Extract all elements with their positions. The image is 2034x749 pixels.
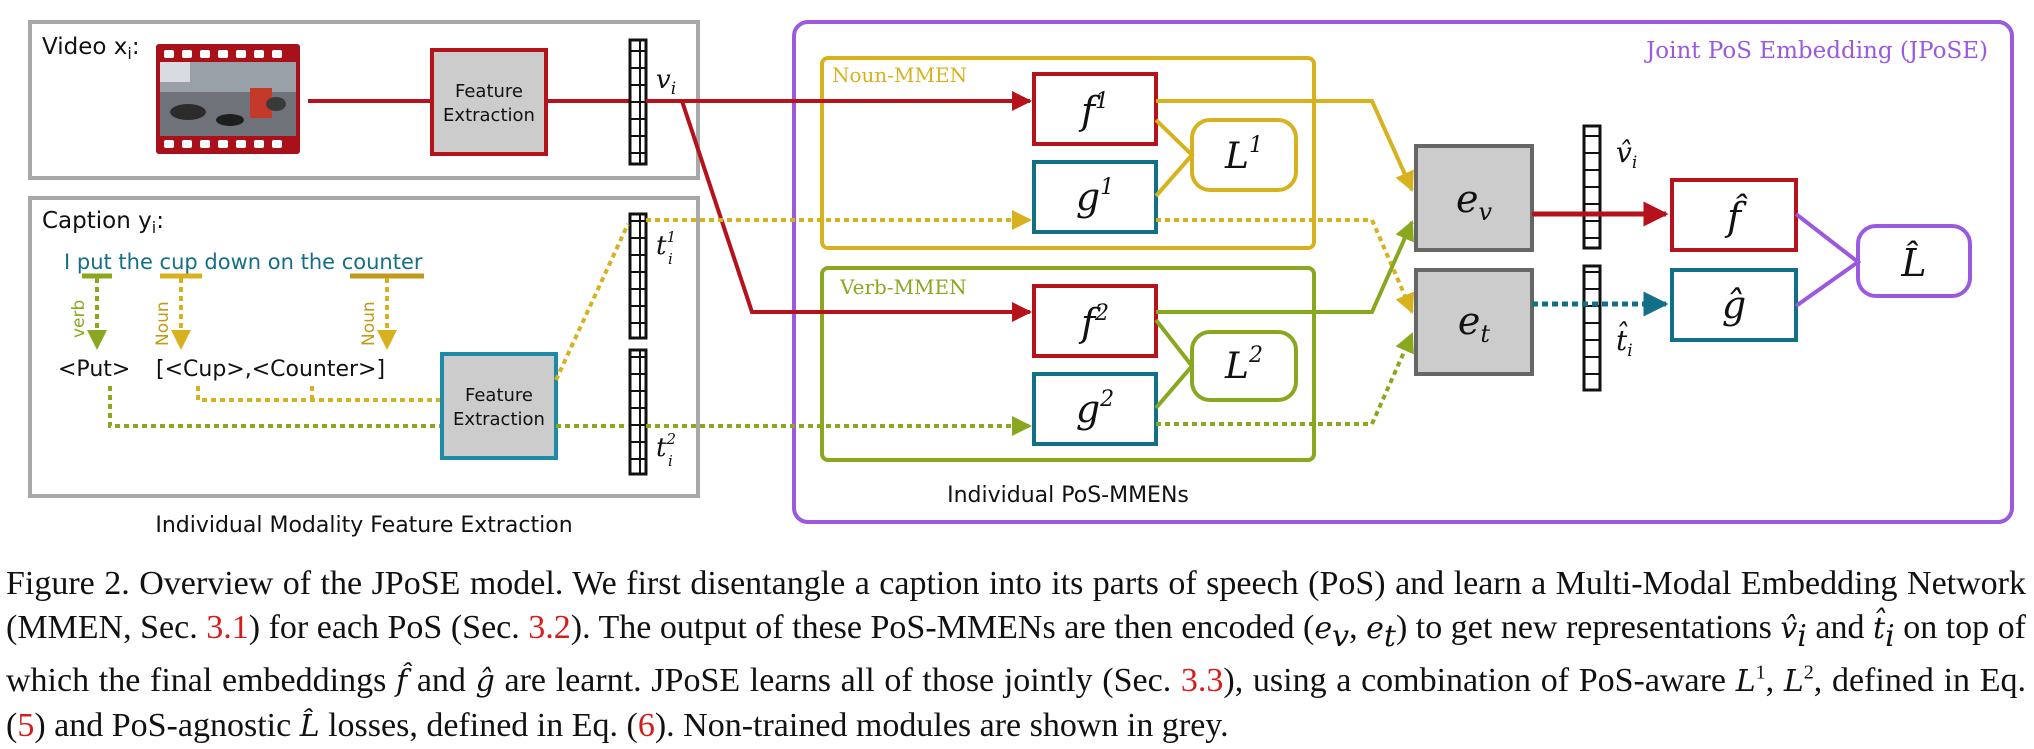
jpose-diagram: Video xi: Feature Extraction vi Caption …: [28, 20, 2014, 538]
v-hat-label: v̂i: [1616, 136, 1637, 173]
ref-sec-3-1[interactable]: 3.1: [206, 609, 249, 646]
caption-sentence: I put the cup down on the counter: [64, 250, 423, 274]
g2-box: [1032, 372, 1158, 446]
ref-eq-6[interactable]: 6: [637, 706, 655, 744]
vector-v-i: [628, 38, 648, 166]
g-hat-box: [1670, 268, 1798, 342]
jpose-panel: [792, 20, 2014, 524]
feature-extraction-video: [430, 48, 548, 156]
tag-noun-counter: Noun: [359, 301, 379, 346]
jpose-title: Joint PoS Embedding (JPoSE): [1644, 38, 1988, 64]
vector-t-hat: [1582, 264, 1602, 392]
ref-sec-3-3[interactable]: 3.3: [1180, 661, 1224, 699]
verb-mmen-title: Verb-MMEN: [839, 275, 967, 299]
g1-label: g1: [1076, 175, 1114, 219]
g1-box: [1032, 160, 1158, 234]
feature-extraction-text-line2: Extraction: [453, 409, 545, 430]
et-label: et: [1458, 299, 1491, 348]
noun-mmen-box: [820, 56, 1316, 250]
tag-verb: verb: [69, 300, 89, 338]
encoder-ev: [1414, 144, 1534, 252]
encoder-et: [1414, 268, 1534, 376]
figure-caption: Figure 2. Overview of the JPoSE model. W…: [6, 565, 2027, 744]
video-label: Video xi:: [42, 34, 140, 63]
noun-tokens: [<Cup>,<Counter>]: [156, 357, 385, 382]
feature-extraction-video-line1: Feature: [455, 81, 523, 102]
video-thumbnail: [156, 44, 300, 154]
L1-label: L1: [1224, 133, 1263, 177]
caption-panel: [28, 196, 700, 498]
t-hat-label: t̂i: [1616, 322, 1633, 361]
ev-label: ev: [1456, 177, 1493, 226]
vector-v-hat: [1582, 124, 1602, 250]
feature-extraction-text-line1: Feature: [465, 385, 533, 406]
individual-pos-mmens-label: Individual PoS-MMENs: [947, 483, 1189, 508]
ref-eq-5[interactable]: 5: [17, 706, 35, 744]
v-i-label: vi: [656, 65, 676, 99]
ref-sec-3-2[interactable]: 3.2: [528, 609, 571, 646]
vector-t2-i: [628, 348, 648, 476]
g-hat-label: ĝ: [1722, 283, 1746, 327]
verb-token: <Put>: [58, 357, 130, 382]
g2-label: g2: [1076, 387, 1114, 431]
verb-mmen-box: [820, 266, 1316, 462]
caption-label: Caption yi:: [42, 208, 164, 237]
feature-extraction-video-line2: Extraction: [443, 105, 535, 126]
vector-t1-i: [628, 212, 648, 340]
L2-label: L2: [1224, 343, 1263, 387]
f1-box: [1032, 72, 1158, 146]
tag-noun-cup: Noun: [153, 301, 173, 346]
individual-modality-label: Individual Modality Feature Extraction: [155, 513, 572, 538]
L-hat-label: L̂: [1900, 241, 1926, 285]
f-hat-box: [1670, 178, 1798, 252]
noun-mmen-title: Noun-MMEN: [832, 63, 967, 87]
feature-extraction-text: [440, 352, 558, 460]
